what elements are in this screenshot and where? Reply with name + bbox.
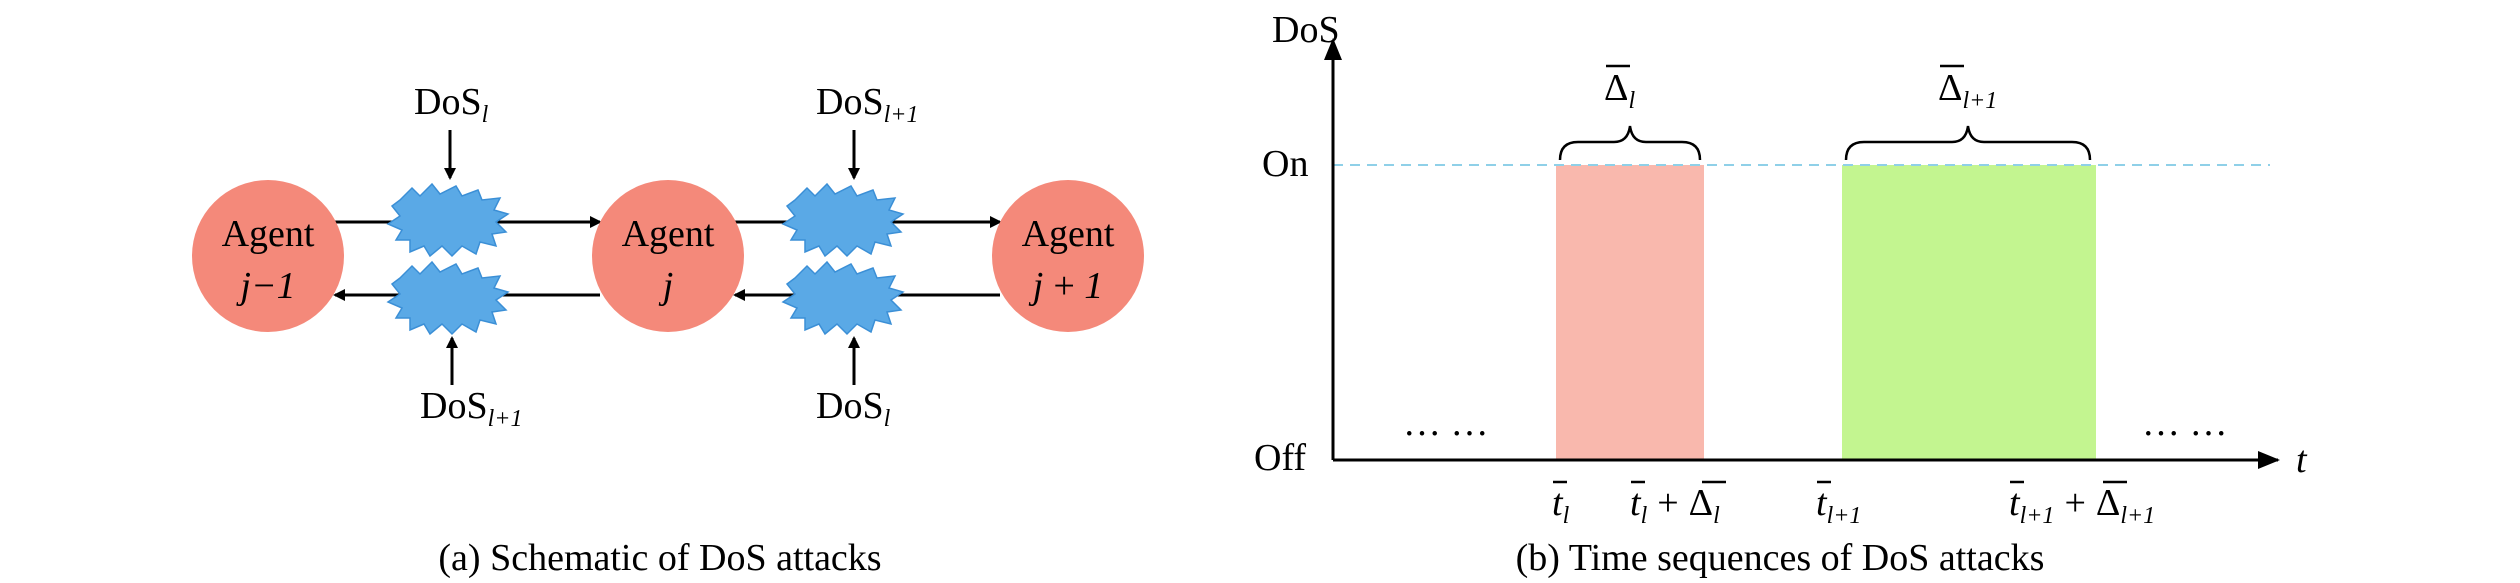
tick-label-t-l: tl xyxy=(1552,480,1570,529)
agent-index: j + 1 xyxy=(1028,265,1103,307)
dos-label-bottom-right: DoSl xyxy=(816,385,891,432)
brace-interval-l xyxy=(1558,125,1702,161)
ellipsis-right: … … xyxy=(2142,402,2228,444)
tick-text: tl+1 xyxy=(1816,482,1861,529)
brace-interval-l-plus-1 xyxy=(1844,125,2092,161)
agent-label: Agent xyxy=(1022,213,1115,255)
tick-label-t-l-plus-delta: tl+Δl xyxy=(1630,480,1726,529)
dos-burst-top-right xyxy=(781,182,905,258)
attack-interval-l xyxy=(1556,165,1704,460)
tick-text: tl xyxy=(1552,482,1570,529)
dos-burst-top-left xyxy=(386,182,510,258)
timeline-caption: (b) Time sequences of DoS attacks xyxy=(1516,537,2045,579)
agent-node xyxy=(992,180,1144,332)
tick-label-t-l-plus-1-plus-delta: tl+1+Δl+1 xyxy=(2009,480,2155,529)
agent-index: j−1 xyxy=(235,265,295,307)
agent-node xyxy=(592,180,744,332)
off-label: Off xyxy=(1254,437,1306,479)
timeline-panel: DoS t On Off … … … … Δl Δl+1 tl xyxy=(1254,9,2308,579)
delta-symbol: Δl xyxy=(1604,67,1635,114)
agent-label: Agent xyxy=(622,213,715,255)
agent-label: Agent xyxy=(222,213,315,255)
agent-j: Agent j xyxy=(592,180,744,332)
dos-burst-bottom-left xyxy=(386,260,510,336)
on-label: On xyxy=(1262,143,1308,185)
brace-label-l: Δl xyxy=(1604,64,1635,114)
agent-j-plus-1: Agent j + 1 xyxy=(992,180,1144,332)
tick-text: tl+1+Δl+1 xyxy=(2009,482,2155,529)
ellipsis-left: … … xyxy=(1403,402,1489,444)
tick-text: tl+Δl xyxy=(1630,482,1720,529)
dos-label-top-right: DoSl+1 xyxy=(816,81,918,128)
dos-label-bottom-left: DoSl+1 xyxy=(420,385,522,432)
brace-label-l-plus-1: Δl+1 xyxy=(1938,64,1997,114)
schematic-caption: (a) Schematic of DoS attacks xyxy=(438,537,881,579)
attack-interval-l-plus-1 xyxy=(1842,165,2096,460)
delta-symbol: Δl+1 xyxy=(1938,67,1997,114)
dos-label-top-left: DoSl xyxy=(414,81,489,128)
schematic-panel: DoSl DoSl+1 DoSl+1 DoSl Agent j−1 Agent … xyxy=(192,81,1144,579)
agent-j-minus-1: Agent j−1 xyxy=(192,180,344,332)
y-axis-label: DoS xyxy=(1272,9,1340,51)
agent-node xyxy=(192,180,344,332)
x-axis-label: t xyxy=(2296,439,2308,481)
tick-label-t-l-plus-1: tl+1 xyxy=(1816,480,1861,529)
dos-burst-bottom-right xyxy=(781,260,905,336)
